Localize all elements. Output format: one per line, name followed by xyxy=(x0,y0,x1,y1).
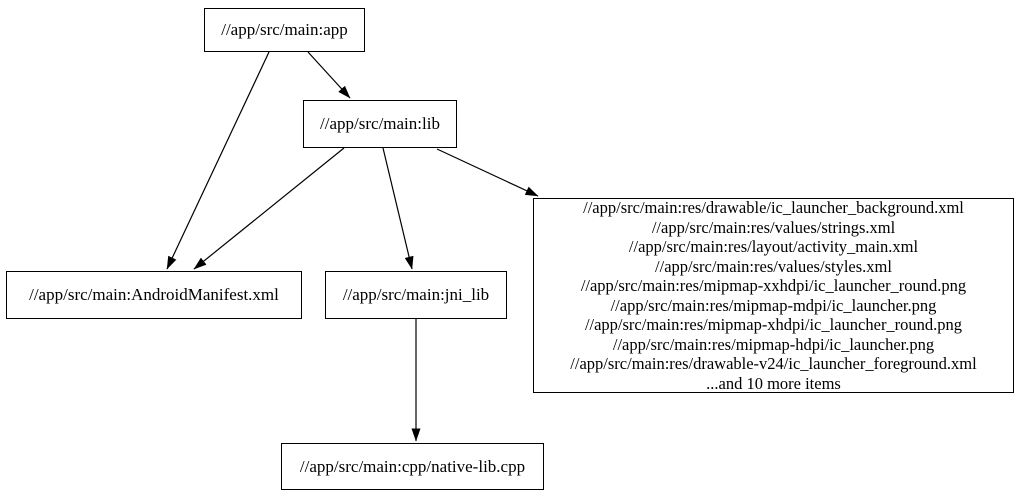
edge-lib-to-res xyxy=(436,148,539,197)
node-lib: //app/src/main:lib xyxy=(303,100,457,148)
edge-app-to-manifest xyxy=(166,51,270,270)
node-app-label: //app/src/main:app xyxy=(221,20,348,40)
res-file-item: //app/src/main:res/layout/activity_main.… xyxy=(628,237,919,256)
node-android-manifest: //app/src/main:AndroidManifest.xml xyxy=(6,271,302,319)
node-res-files: //app/src/main:res/drawable/ic_launcher_… xyxy=(533,198,1014,393)
res-file-item: //app/src/main:res/drawable-v24/ic_launc… xyxy=(570,354,977,373)
res-file-item: //app/src/main:res/mipmap-xhdpi/ic_launc… xyxy=(584,315,963,334)
node-lib-label: //app/src/main:lib xyxy=(320,114,440,134)
res-more-items-note: ...and 10 more items xyxy=(706,373,841,393)
res-file-item: //app/src/main:res/drawable/ic_launcher_… xyxy=(583,198,964,217)
node-app: //app/src/main:app xyxy=(204,8,365,52)
edge-lib-to-manifest xyxy=(193,147,345,270)
res-file-item: //app/src/main:res/mipmap-mdpi/ic_launch… xyxy=(610,295,937,315)
edge-lib-to-jni-lib xyxy=(382,147,414,270)
node-jni-lib-label: //app/src/main:jni_lib xyxy=(342,285,490,305)
res-file-item: //app/src/main:res/values/styles.xml xyxy=(655,256,892,276)
node-jni-lib: //app/src/main:jni_lib xyxy=(325,271,507,319)
node-native-lib-cpp-label: //app/src/main:cpp/native-lib.cpp xyxy=(299,456,526,476)
res-file-item: //app/src/main:res/mipmap-xxhdpi/ic_laun… xyxy=(580,276,967,295)
edge-app-to-lib xyxy=(307,51,351,99)
node-android-manifest-label: //app/src/main:AndroidManifest.xml xyxy=(29,285,279,305)
node-native-lib-cpp: //app/src/main:cpp/native-lib.cpp xyxy=(281,443,544,490)
res-file-item: //app/src/main:res/values/strings.xml xyxy=(651,217,896,237)
res-file-item: //app/src/main:res/mipmap-hdpi/ic_launch… xyxy=(612,334,935,354)
